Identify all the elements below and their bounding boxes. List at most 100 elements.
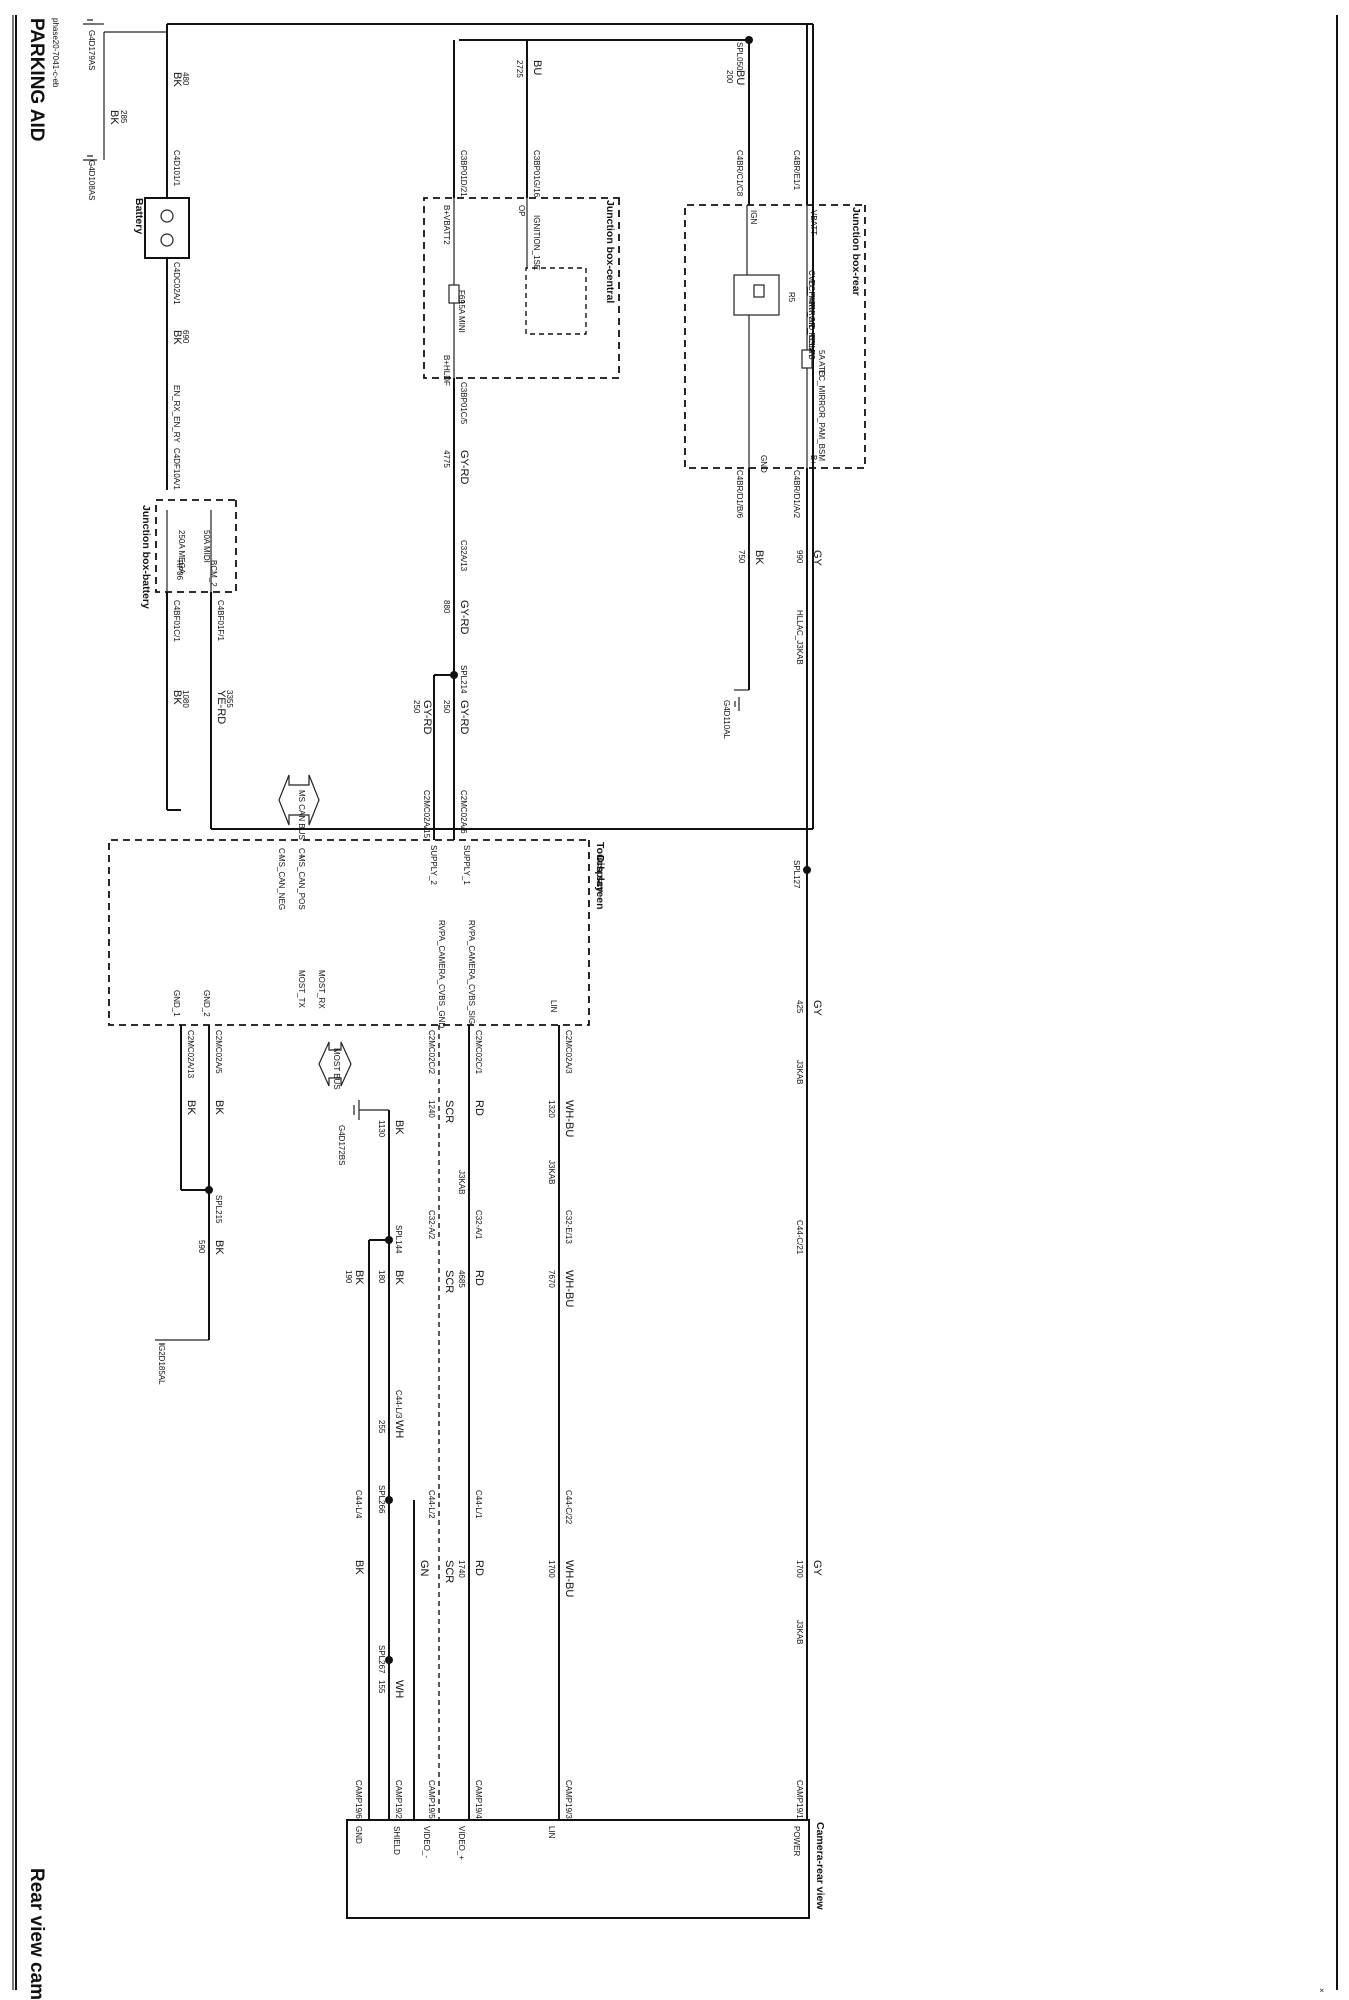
relay-r5 — [733, 274, 780, 316]
bplus-pin-3: B+ — [442, 355, 451, 365]
touch-screen-label-1: Touch screen — [594, 842, 606, 910]
vbatt-pin: VBATT — [809, 210, 818, 235]
spl266-label: SPL266 — [377, 1485, 386, 1514]
conn-camp191: CAMP19/1 — [795, 1780, 804, 1819]
wire-bk-5: BK — [753, 550, 765, 565]
wire-bk-9: BK — [353, 1560, 365, 1575]
conn-c44-l1: C44-L/1 — [474, 1490, 483, 1519]
wire-scr-3: SCR — [443, 1560, 455, 1583]
relay-name-1: CVD_PARK_AID_BSM — [807, 270, 816, 352]
page-subtitle: Rear view camera — [26, 1868, 47, 2000]
wire-690: 690 — [181, 330, 190, 344]
ign-pin: IGN — [749, 210, 758, 224]
wire-gyrd-3: GY-RD — [458, 700, 470, 734]
hldf-pin: HLDF — [442, 365, 451, 386]
wire-whbu-2: WH-BU — [563, 1270, 575, 1307]
g4d108: G4D108AS — [87, 160, 96, 200]
wire-250a: 250 — [442, 700, 451, 714]
wire-2725: 2725 — [515, 60, 524, 78]
bplus-pin-2: B+ — [442, 205, 451, 215]
battery-label: Battery — [133, 198, 145, 234]
wire-gy-1: GY — [811, 550, 823, 567]
wire-3355-label: 3355 — [225, 690, 234, 708]
wire-285: 285 — [119, 110, 128, 124]
wire-bk-10: BK — [213, 1100, 225, 1115]
gnd-pin-cam: GND — [354, 1826, 363, 1844]
battery-terminal-pos — [160, 233, 174, 247]
wire-wh-2: WH — [393, 1680, 405, 1698]
conn-c3bp-16: C3BP01G/16 — [532, 150, 541, 198]
wire-gyrd-1: GY-RD — [458, 450, 470, 484]
wire-gy-3: GY — [811, 1560, 823, 1577]
conn-c32: C32A/13 — [459, 540, 468, 572]
wire-whbu-3: WH-BU — [563, 1560, 575, 1597]
junction-box-rear: Junction box-rear R5 CVD_PARK_AID_BSM EC… — [684, 204, 866, 473]
conn-c2m-a6: C2MC02A/6 — [459, 790, 468, 834]
r5-label: R5 — [787, 292, 796, 303]
wire-bu-2: BU — [531, 60, 543, 75]
ground-icon — [734, 697, 740, 711]
conn-c2m-c1: C2MC02C/1 — [474, 1030, 483, 1075]
lin-pin: LIN — [549, 1000, 558, 1013]
op-pin: OP — [517, 205, 526, 217]
wire-bk-1: BK — [171, 72, 183, 87]
conn-camp194: CAMP19/4 — [474, 1780, 483, 1819]
wire-880: 880 — [442, 600, 451, 614]
conn-c4br-a2: C4BR/D1/A/2 — [792, 470, 801, 519]
wire-gyrd-2: GY-RD — [458, 600, 470, 634]
conn-c4d101: C4D101/1 — [172, 150, 181, 187]
fuse-f3 — [801, 349, 813, 369]
conn-c32-a1: C32-A/1 — [474, 1210, 483, 1240]
wire-250b: 250 — [412, 700, 421, 714]
wire-bk-11: BK — [185, 1100, 197, 1115]
ms-can-bus-label: MS CAN BUS — [297, 790, 306, 840]
ground-icon — [155, 1339, 169, 1345]
wire-bk-4: BK — [171, 690, 183, 705]
lin-pin-cam: LIN — [547, 1826, 556, 1839]
g4d110: G4D110AL — [722, 700, 731, 740]
bplus-pin: B+ — [809, 455, 818, 465]
conn-c32-e13: C32-E/13 — [564, 1210, 573, 1244]
conn-camp193: CAMP19/3 — [564, 1780, 573, 1819]
jb-battery-box — [155, 499, 237, 593]
conn-c4df10: C4DF10A/1 — [172, 448, 181, 490]
g4d179: G4D179AS — [87, 30, 96, 70]
wire-1700b: 1700 — [547, 1560, 556, 1578]
ign-1se: IGNITION_1SE — [532, 215, 541, 270]
wire-yerd: YE-RD — [215, 690, 227, 724]
conn-c2m-a15: C2MC02A/15 — [422, 790, 431, 839]
junction-box-central: Junction box-central OP IGNITION_1SE B+ … — [423, 197, 620, 386]
gnd2-pin: GND_2 — [202, 990, 211, 1017]
spl144-label: SPL144 — [394, 1225, 403, 1254]
gnd1-pin: GND_1 — [172, 990, 181, 1017]
rvpa-sig: RVPA_CAMERA_CVBS_SIG — [467, 920, 476, 1024]
wire-bk-12: BK — [213, 1240, 225, 1255]
conn-c44-l3: C44-L/3 — [394, 1390, 403, 1419]
wire-bk-6: BK — [393, 1120, 405, 1135]
wire-gn: GN — [418, 1560, 430, 1577]
g2d185: G2D185AL — [157, 1345, 166, 1385]
wire-190: 190 — [344, 1270, 353, 1284]
conn-c3bp-21: C3BP01D/21 — [459, 150, 468, 197]
wire-7670: 7670 — [547, 1270, 556, 1288]
wire-bu-1: BU — [734, 70, 746, 85]
conn-c4bf01f: C4BF01F/1 — [216, 600, 225, 641]
wire-750: 750 — [737, 550, 746, 564]
conn-camp195: CAMP19/5 — [427, 1780, 436, 1819]
wire-bk-7: BK — [393, 1270, 405, 1285]
fuse-midi: 50A MIDI — [202, 530, 211, 563]
ground-icon — [353, 1100, 360, 1120]
ms-can-neg: MS_CAN_NEG — [277, 855, 286, 910]
wire-1130: 1130 — [377, 1120, 386, 1138]
splice-spl050 — [745, 36, 753, 44]
splice-spl266 — [385, 1496, 393, 1504]
spl215-label: SPL215 — [214, 1195, 223, 1224]
f69-amp: 15A MINI — [457, 300, 466, 333]
fuse-mega: 250A MEGA — [177, 530, 186, 575]
conn-c44-l2: C44-L/2 — [427, 1490, 436, 1519]
wire-j3kab-1: J3KAB — [795, 1060, 804, 1084]
conn-c44-c21: C44-C/21 — [795, 1220, 804, 1255]
jb-central-label: Junction box-central — [604, 200, 616, 303]
gnd-pin: GND — [759, 455, 768, 473]
